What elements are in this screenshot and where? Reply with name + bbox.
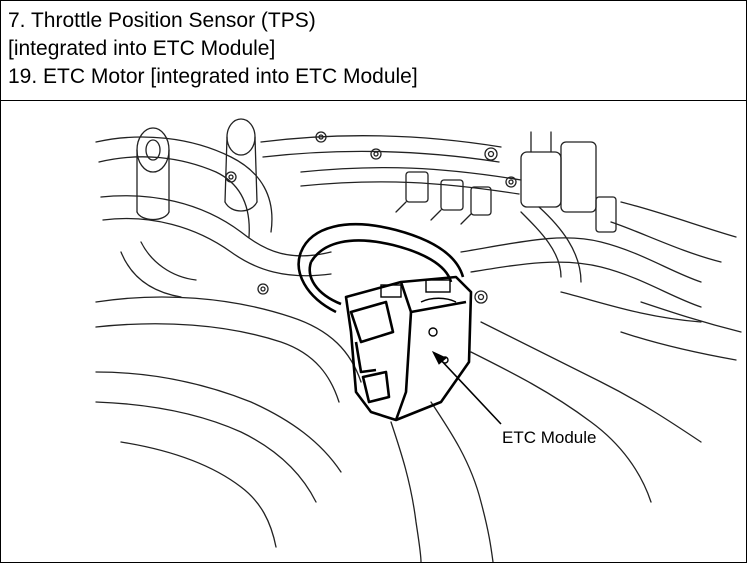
caption-line-tps: 7. Throttle Position Sensor (TPS): [8, 9, 316, 32]
engine-line-drawing: [95, 118, 742, 562]
etc-module-callout-label: ETC Module: [502, 428, 597, 447]
caption-box: 7. Throttle Position Sensor (TPS) [integ…: [1, 1, 746, 101]
caption-line-etc-motor: 19. ETC Motor [integrated into ETC Modul…: [8, 65, 418, 88]
caption-line-integrated: [integrated into ETC Module]: [8, 37, 276, 60]
callout-leader: [431, 350, 502, 425]
engine-illustration: ETC Module: [1, 102, 746, 562]
etc-module-shape: [297, 223, 473, 422]
